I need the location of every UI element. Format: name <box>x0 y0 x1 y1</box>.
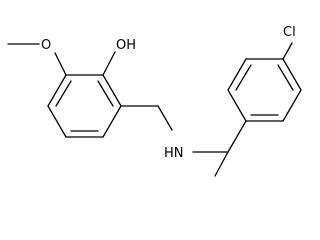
bond-c3-c4 <box>102 105 122 138</box>
bond-ch-methyl <box>214 151 229 177</box>
bond-r5-r6 <box>227 58 247 91</box>
bond-r4-cl <box>282 42 293 60</box>
bond-c6-c1 <box>47 74 67 107</box>
hydroxyl-label: OH <box>116 38 136 53</box>
bond-c1-o <box>54 52 67 76</box>
bond-c2-oh <box>102 51 116 76</box>
double-bond-inner-3 <box>55 80 72 107</box>
methoxy-oxygen-label: O <box>41 38 51 53</box>
phenol-ring <box>47 74 122 138</box>
double-bond-inner-1 <box>97 80 114 107</box>
chlorine-label: Cl <box>283 25 296 40</box>
bond-r3-r4 <box>282 58 302 91</box>
bond-r6-r1 <box>227 89 247 122</box>
bond-ch2-n <box>157 105 173 131</box>
bond-c5-c6 <box>47 105 67 138</box>
chlorophenyl-ring <box>227 42 302 122</box>
molecule-structure: OH O HN Cl <box>7 25 302 177</box>
double-bond-inner-5 <box>277 64 294 91</box>
bond-ch-aryl <box>227 120 247 153</box>
substituent-bonds <box>7 43 247 177</box>
amine-label: HN <box>164 146 184 161</box>
bond-c2-c3 <box>102 74 122 107</box>
bond-r2-r3 <box>282 89 302 122</box>
double-bond-inner-6 <box>235 64 252 91</box>
